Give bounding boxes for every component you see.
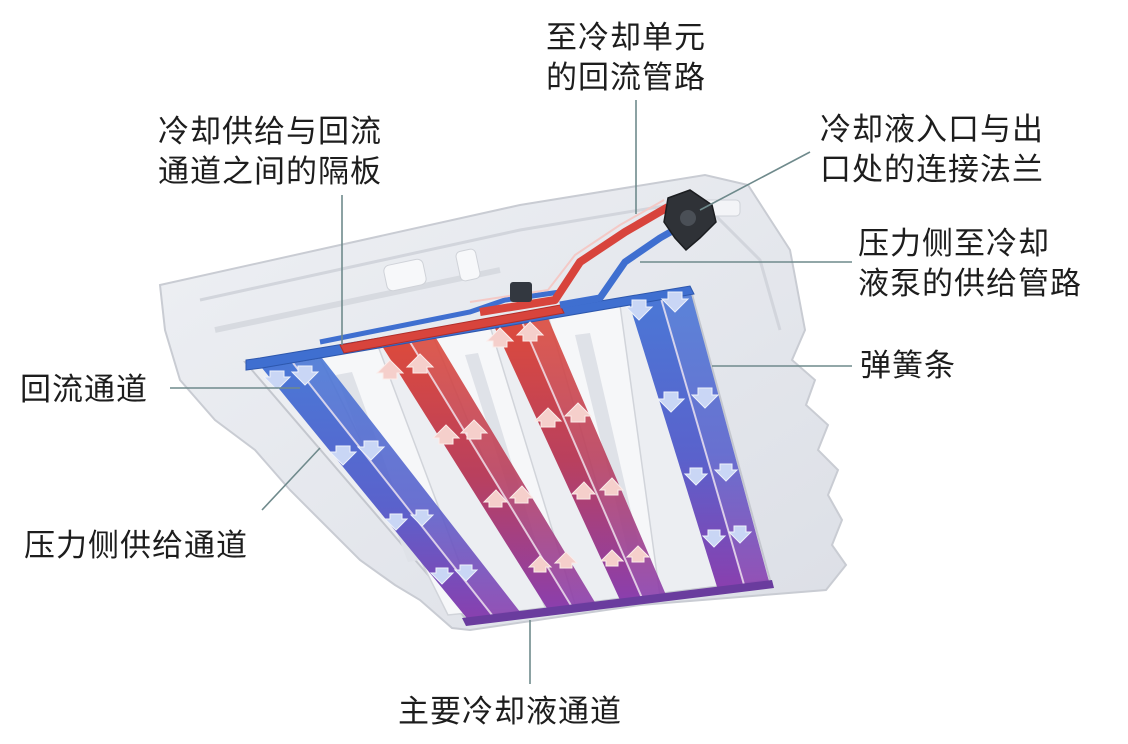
label-return-channel: 回流通道 [20,372,148,408]
supply-pipe-to-pump [559,218,690,309]
leader-flange [699,151,811,211]
up-arrow-icons [375,321,651,573]
label-divider: 冷却供给与回流 通道之间的隔板 [158,114,382,190]
leader-supply-channel [261,447,321,511]
label-return-pipe: 至冷却单元 的回流管路 [546,20,706,96]
return-manifold [339,304,565,354]
label-spring-strip: 弹簧条 [860,348,956,384]
label-flange: 冷却液入口与出 口处的连接法兰 [820,112,1044,188]
supply-channels [262,290,770,622]
main-coolant-channel [462,580,774,626]
label-supply-channel: 压力侧供给通道 [24,528,248,564]
return-channels [382,318,666,610]
label-supply-pipe: 压力侧至冷却 液泵的供给管路 [858,226,1082,302]
return-pipe-to-cooling-unit [479,203,671,316]
pipe-clamp [510,282,532,302]
label-main-channel: 主要冷却液通道 [398,694,622,730]
flange-connector-icon [663,189,717,252]
down-arrow-icons [262,291,753,585]
leader-lines [170,100,852,684]
